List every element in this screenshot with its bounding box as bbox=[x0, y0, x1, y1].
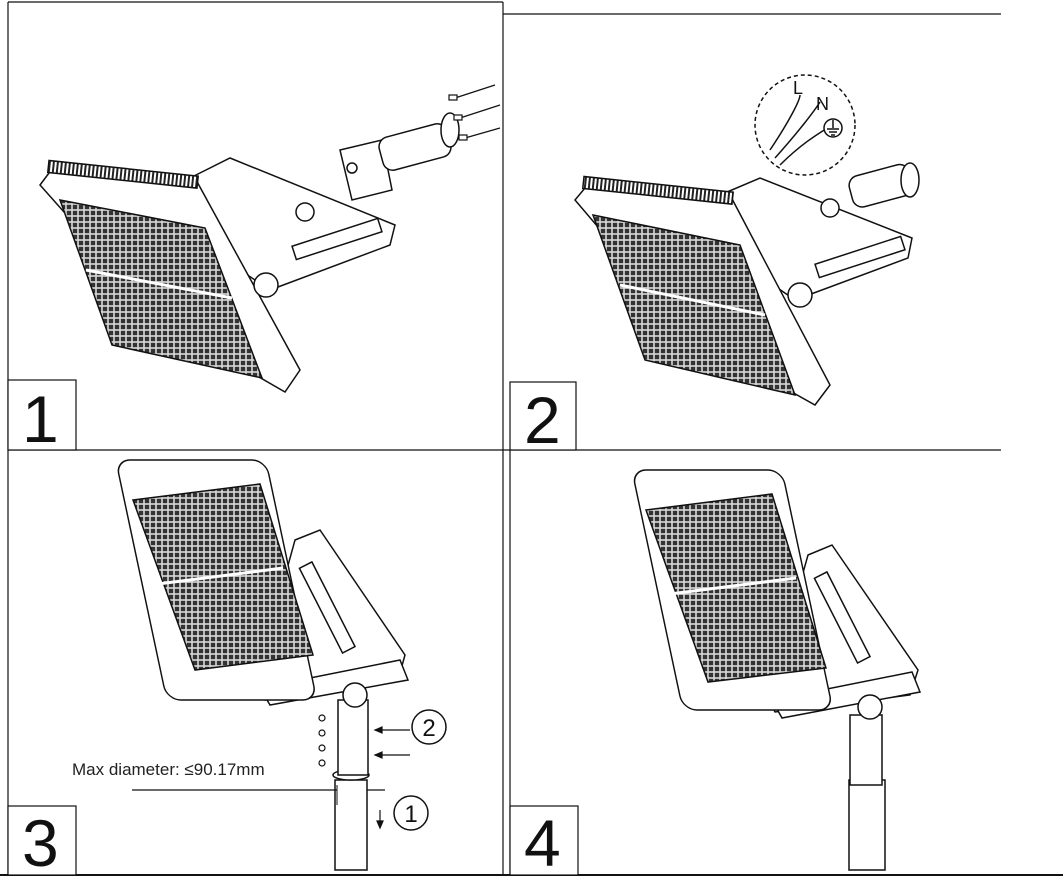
step-number-1: 1 bbox=[22, 382, 59, 456]
step-number-3: 3 bbox=[22, 806, 59, 880]
panel-4-illustration bbox=[633, 469, 922, 871]
panel-3-illustration bbox=[117, 459, 447, 871]
wiring-label-l: L bbox=[793, 78, 803, 98]
panel-1-illustration bbox=[39, 84, 501, 393]
callout-2: 2 bbox=[422, 715, 435, 742]
step-number-4: 4 bbox=[524, 806, 561, 880]
step-number-2: 2 bbox=[524, 383, 561, 457]
panel-2-illustration bbox=[574, 74, 920, 406]
wiring-label-n: N bbox=[816, 94, 829, 114]
callout-1: 1 bbox=[404, 801, 417, 828]
max-diameter-label: Max diameter: ≤90.17mm bbox=[72, 760, 265, 779]
